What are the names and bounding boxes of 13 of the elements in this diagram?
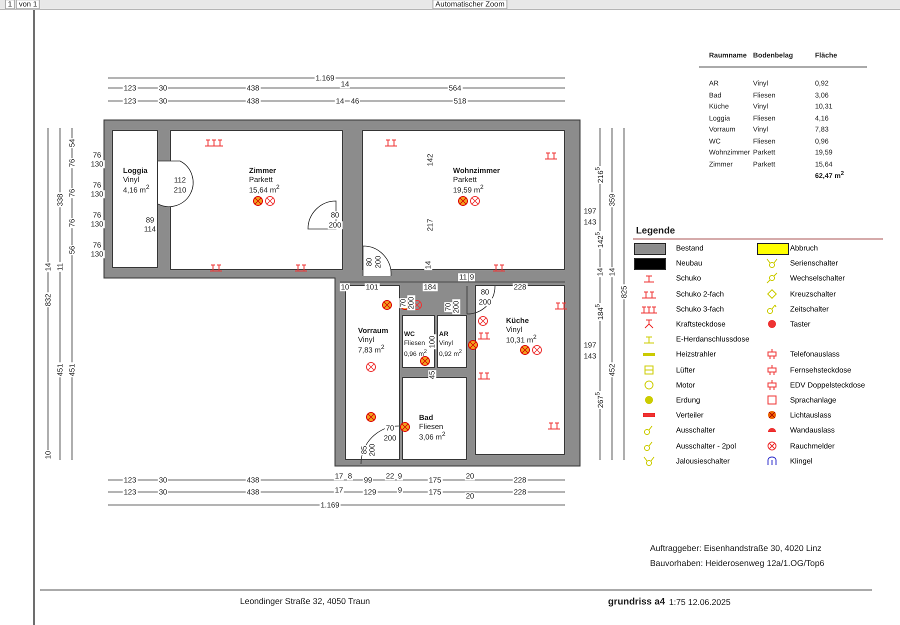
- title-block-text: 12.06.2025: [688, 598, 731, 606]
- room: [402, 315, 435, 368]
- room: [402, 377, 467, 460]
- title-block-text: 1:75: [669, 598, 686, 606]
- info-text: Leondinger Straße 32, 4050 Traun: [240, 596, 370, 606]
- room: [362, 130, 565, 270]
- title-block-text: grundriss a4: [608, 597, 666, 607]
- info-text: Bauvorhaben: Heiderosenweg 12a/1.OG/Top6: [650, 558, 824, 568]
- info-text: Auftraggeber: Eisenhandstraße 30, 4020 Linz: [650, 544, 822, 552]
- room: [437, 315, 467, 368]
- legend-heading: Legende: [636, 226, 676, 236]
- room: [475, 285, 565, 455]
- room: [170, 130, 343, 270]
